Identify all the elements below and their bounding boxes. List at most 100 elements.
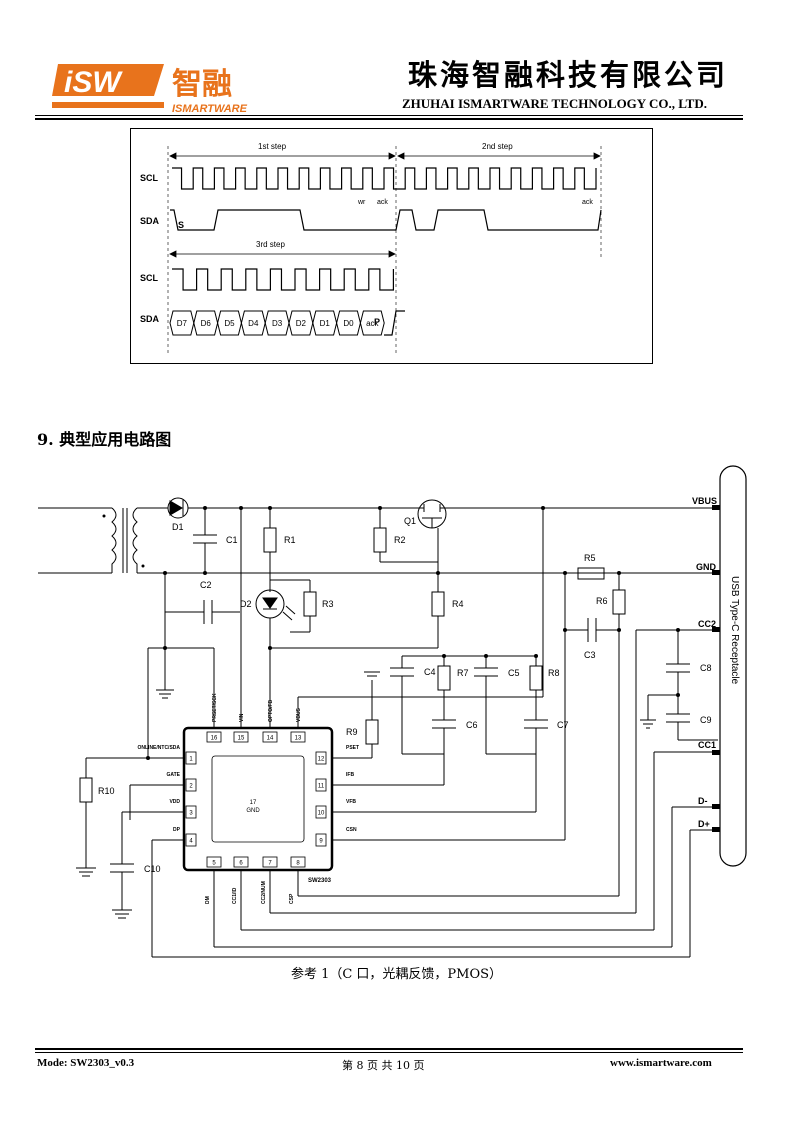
logo-en: ISMARTWARE <box>172 103 248 115</box>
page-total: 10 <box>396 1059 410 1072</box>
pin-number: 11 <box>318 784 325 790</box>
footer-rule <box>35 1052 743 1053</box>
net-cc1: CC1 <box>698 740 716 750</box>
pin-name: VBUS <box>296 707 302 722</box>
label-r5: R5 <box>584 553 596 563</box>
application-circuit: USB Type-C Receptacle VBUS GND CC2 CC1 D… <box>38 465 747 958</box>
company-name-cn: 珠海智融科技有限公司 <box>408 58 729 92</box>
label-r3: R3 <box>322 599 334 609</box>
scl-waveform-1 <box>172 167 597 190</box>
pin-name: OPTO/FB <box>268 699 274 722</box>
chip-name: SW2303 <box>308 878 332 884</box>
sda-bit-label: D6 <box>201 319 212 328</box>
timing-ack-2: ack <box>582 199 593 206</box>
net-cc2: CC2 <box>698 619 716 629</box>
label-c2: C2 <box>200 580 212 590</box>
sda-bit-label: D7 <box>177 319 188 328</box>
label-c1: C1 <box>226 535 238 545</box>
pin-name: CSP <box>289 893 295 904</box>
label-c9: C9 <box>700 715 712 725</box>
net-vbus: VBUS <box>692 496 717 506</box>
pin-number: 15 <box>238 736 245 742</box>
timing-scl-label-1: SCL <box>140 173 159 183</box>
label-c3: C3 <box>584 650 596 660</box>
timing-sda-label-2: SDA <box>140 314 160 324</box>
pin-name: PSET <box>346 745 359 751</box>
pin-number: 12 <box>318 757 325 763</box>
label-c8: C8 <box>700 663 712 673</box>
sda-bit-label: D4 <box>248 319 259 328</box>
sda-bit-label: D1 <box>320 319 331 328</box>
pin-name: DP <box>173 827 181 833</box>
footer-website: www.ismartware.com <box>610 1057 712 1069</box>
sda-waveform-2 <box>169 310 385 336</box>
footer-model: Mode: SW2303_v0.3 <box>37 1057 135 1069</box>
pin-name: VFB <box>346 799 356 805</box>
company-name-en: ZHUHAI ISMARTWARE TECHNOLOGY CO., LTD. <box>402 96 707 111</box>
timing-wr: wr <box>357 199 366 206</box>
pin-number: 16 <box>211 736 218 742</box>
label-c10: C10 <box>144 864 161 874</box>
sda-bit-label: D0 <box>343 319 354 328</box>
timing-ack-1: ack <box>377 199 388 206</box>
gnd-pad-label: GND <box>246 808 260 814</box>
scl-waveform-2 <box>172 268 394 291</box>
section-title: 9. 典型应用电路图 <box>37 426 171 450</box>
pin-name: VIN <box>239 713 245 722</box>
net-dplus: D+ <box>698 819 710 829</box>
label-c4: C4 <box>424 667 436 677</box>
net-gnd: GND <box>696 562 717 572</box>
label-q1: Q1 <box>404 516 416 526</box>
label-r7: R7 <box>457 668 469 678</box>
figure-caption: 参考 1（C 口，光耦反馈，PMOS） <box>290 967 503 982</box>
pin-name: CSN <box>346 827 357 833</box>
timing-sda-label-1: SDA <box>140 216 160 226</box>
pin-number: 8 <box>296 861 300 867</box>
receptacle-label: USB Type-C Receptacle <box>729 576 740 685</box>
pin-number: 1 <box>189 757 193 763</box>
gnd-pad-number: 17 <box>250 800 257 806</box>
pin-number: 9 <box>319 839 323 845</box>
pin-number: 7 <box>268 861 272 867</box>
logo-cn: 智融 <box>172 68 232 101</box>
pin-name: ONLINE/NTC/SDA <box>138 745 181 751</box>
sda-stop-edge <box>384 310 405 336</box>
page-number: 8 <box>356 1059 364 1072</box>
timing-step2: 2nd step <box>482 142 513 151</box>
page-mid: 页 共 <box>367 1059 393 1072</box>
timing-scl-label-2: SCL <box>140 273 159 283</box>
sda-bit-label: D5 <box>224 319 235 328</box>
label-r6: R6 <box>596 596 608 606</box>
timing-stop: P <box>374 317 380 327</box>
sda-bit-label: ack <box>366 319 379 328</box>
label-r10: R10 <box>98 786 115 796</box>
pin-name: CC1/ID <box>232 887 238 904</box>
pin-name: CC2/NUM <box>261 881 267 904</box>
sda-bit-label: D3 <box>272 319 283 328</box>
pin-number: 10 <box>318 811 325 817</box>
logo-letters: iSW <box>64 66 123 99</box>
pin-name: GATE <box>166 772 180 778</box>
usb-type-c-receptacle <box>719 465 747 867</box>
section-heading: 典型应用电路图 <box>59 430 172 449</box>
header-rule-thick <box>35 118 743 120</box>
label-c7: C7 <box>557 720 569 730</box>
sw2303-chip: 17 GND SW2303 16PRSET/SCK15VIN14OPTO/FB1… <box>138 693 360 904</box>
pin-number: 6 <box>239 861 243 867</box>
pin-name: DM <box>205 896 211 904</box>
pin-number: 13 <box>295 736 302 742</box>
net-dminus: D- <box>698 796 708 806</box>
label-r8: R8 <box>548 668 560 678</box>
page-suffix: 页 <box>413 1059 425 1072</box>
section-number: 9. <box>37 430 54 449</box>
timing-start: S <box>178 220 184 230</box>
pin-name: IFB <box>346 772 354 778</box>
pin-name: VDD <box>169 799 180 805</box>
footer-page: 第 8 页 共 10 页 <box>342 1057 425 1073</box>
label-c6: C6 <box>466 720 478 730</box>
pin-number: 14 <box>267 736 274 742</box>
label-d2: D2 <box>240 599 252 609</box>
company-logo: iSW 智融 ISMARTWARE <box>52 64 248 115</box>
label-r9: R9 <box>346 727 358 737</box>
pin-number: 2 <box>189 784 193 790</box>
